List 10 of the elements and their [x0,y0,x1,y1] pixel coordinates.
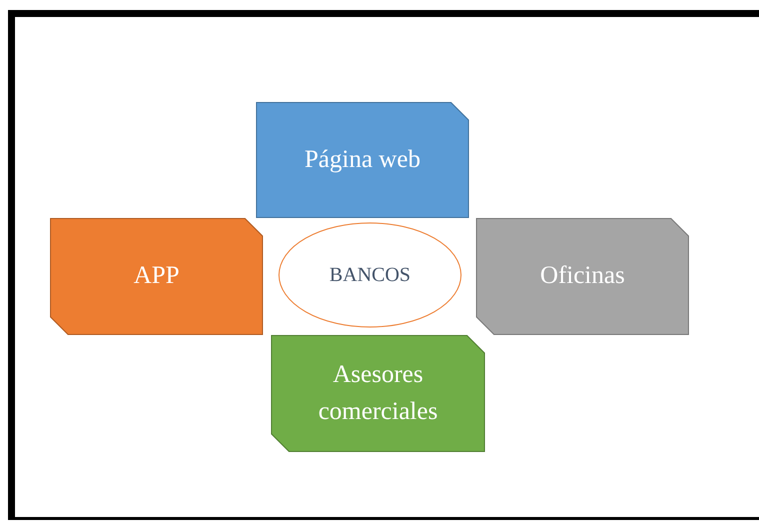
node-label: APP [132,261,180,292]
snipped-box [476,218,689,335]
node-label: Asesores comerciales [317,360,439,426]
node-label: Página web [304,144,422,175]
node-label: Oficinas [539,261,626,292]
snipped-box [271,335,485,452]
ellipse [278,222,462,328]
node-label: BANCOS [328,262,412,288]
snipped-box [256,102,469,218]
snipped-box [50,218,263,335]
